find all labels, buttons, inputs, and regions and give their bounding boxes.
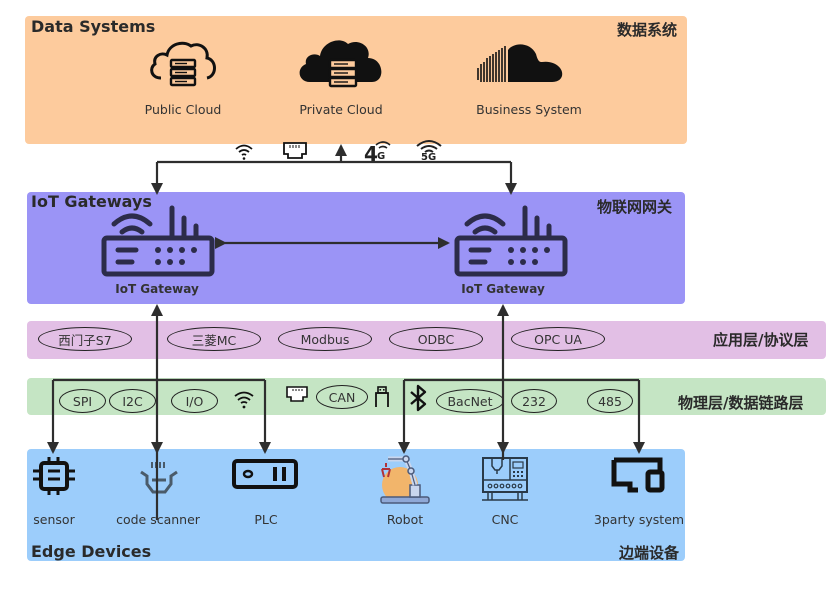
public-cloud-label: Public Cloud [144, 102, 222, 117]
edge-devices-title: Edge Devices [31, 542, 152, 561]
business-system-label: Business System [476, 102, 582, 117]
protocol-can: CAN [316, 385, 368, 409]
gateway-right-label: IoT Gateway [461, 282, 545, 296]
plc-icon [232, 459, 298, 489]
sensor-label: sensor [33, 512, 75, 527]
gateway-left-label: IoT Gateway [115, 282, 199, 296]
iot-gateways-title-cn: 物联网网关 [597, 198, 673, 216]
5g-label: 5G [421, 152, 437, 163]
application-layer-title-cn: 应用层/协议层 [713, 331, 809, 349]
protocol-siemens-s7: 西门子S7 [38, 327, 132, 351]
protocol-spi: SPI [59, 389, 106, 413]
ethernet-port-icon [283, 142, 307, 159]
5g-icon: 5G [415, 138, 443, 166]
protocol-io: I/O [171, 389, 218, 413]
wifi-icon [235, 144, 253, 160]
barcode-scanner-icon [140, 462, 178, 494]
protocol-mitsubishi-mc: 三菱MC [167, 327, 261, 351]
protocol-i2c: I2C [109, 389, 156, 413]
third-party-system-icon [611, 457, 665, 493]
plc-label: PLC [254, 512, 278, 527]
cloud-server-outline-icon [150, 41, 216, 87]
physical-layer-panel [27, 378, 826, 415]
ethernet-port-icon [286, 386, 308, 402]
iot-gateways-title: IoT Gateways [31, 192, 152, 211]
protocol-485: 485 [587, 389, 633, 413]
router-icon [454, 205, 568, 277]
edge-devices-title-cn: 边端设备 [619, 544, 680, 562]
edge-devices-panel [27, 449, 685, 561]
4g-sub-label: G [377, 151, 386, 162]
chip-icon [33, 457, 75, 495]
physical-layer-title-cn: 物理层/数据链路层 [678, 394, 804, 412]
cnc-label: CNC [491, 512, 519, 527]
protocol-modbus: Modbus [278, 327, 372, 351]
private-cloud-label: Private Cloud [299, 102, 383, 117]
data-systems-title-cn: 数据系统 [617, 21, 678, 39]
bluetooth-icon [410, 384, 427, 412]
4g-icon: 4 G [364, 140, 396, 166]
cnc-machine-icon [482, 457, 528, 501]
protocol-bacnet: BacNet [436, 389, 504, 413]
usb-icon [375, 386, 389, 407]
code-scanner-label: code scanner [116, 512, 200, 527]
data-systems-title: Data Systems [31, 17, 156, 36]
protocol-opc-ua: OPC UA [511, 327, 605, 351]
protocol-odbc: ODBC [389, 327, 483, 351]
robot-arm-icon [380, 455, 430, 504]
router-icon [101, 205, 215, 277]
soundcloud-style-cloud-icon [477, 44, 563, 82]
robot-label: Robot [386, 512, 424, 527]
wifi-icon [234, 391, 254, 409]
4g-label: 4 [364, 142, 378, 166]
3party-system-label: 3party system [593, 512, 685, 527]
protocol-232: 232 [511, 389, 557, 413]
cloud-server-filled-icon [299, 40, 382, 88]
